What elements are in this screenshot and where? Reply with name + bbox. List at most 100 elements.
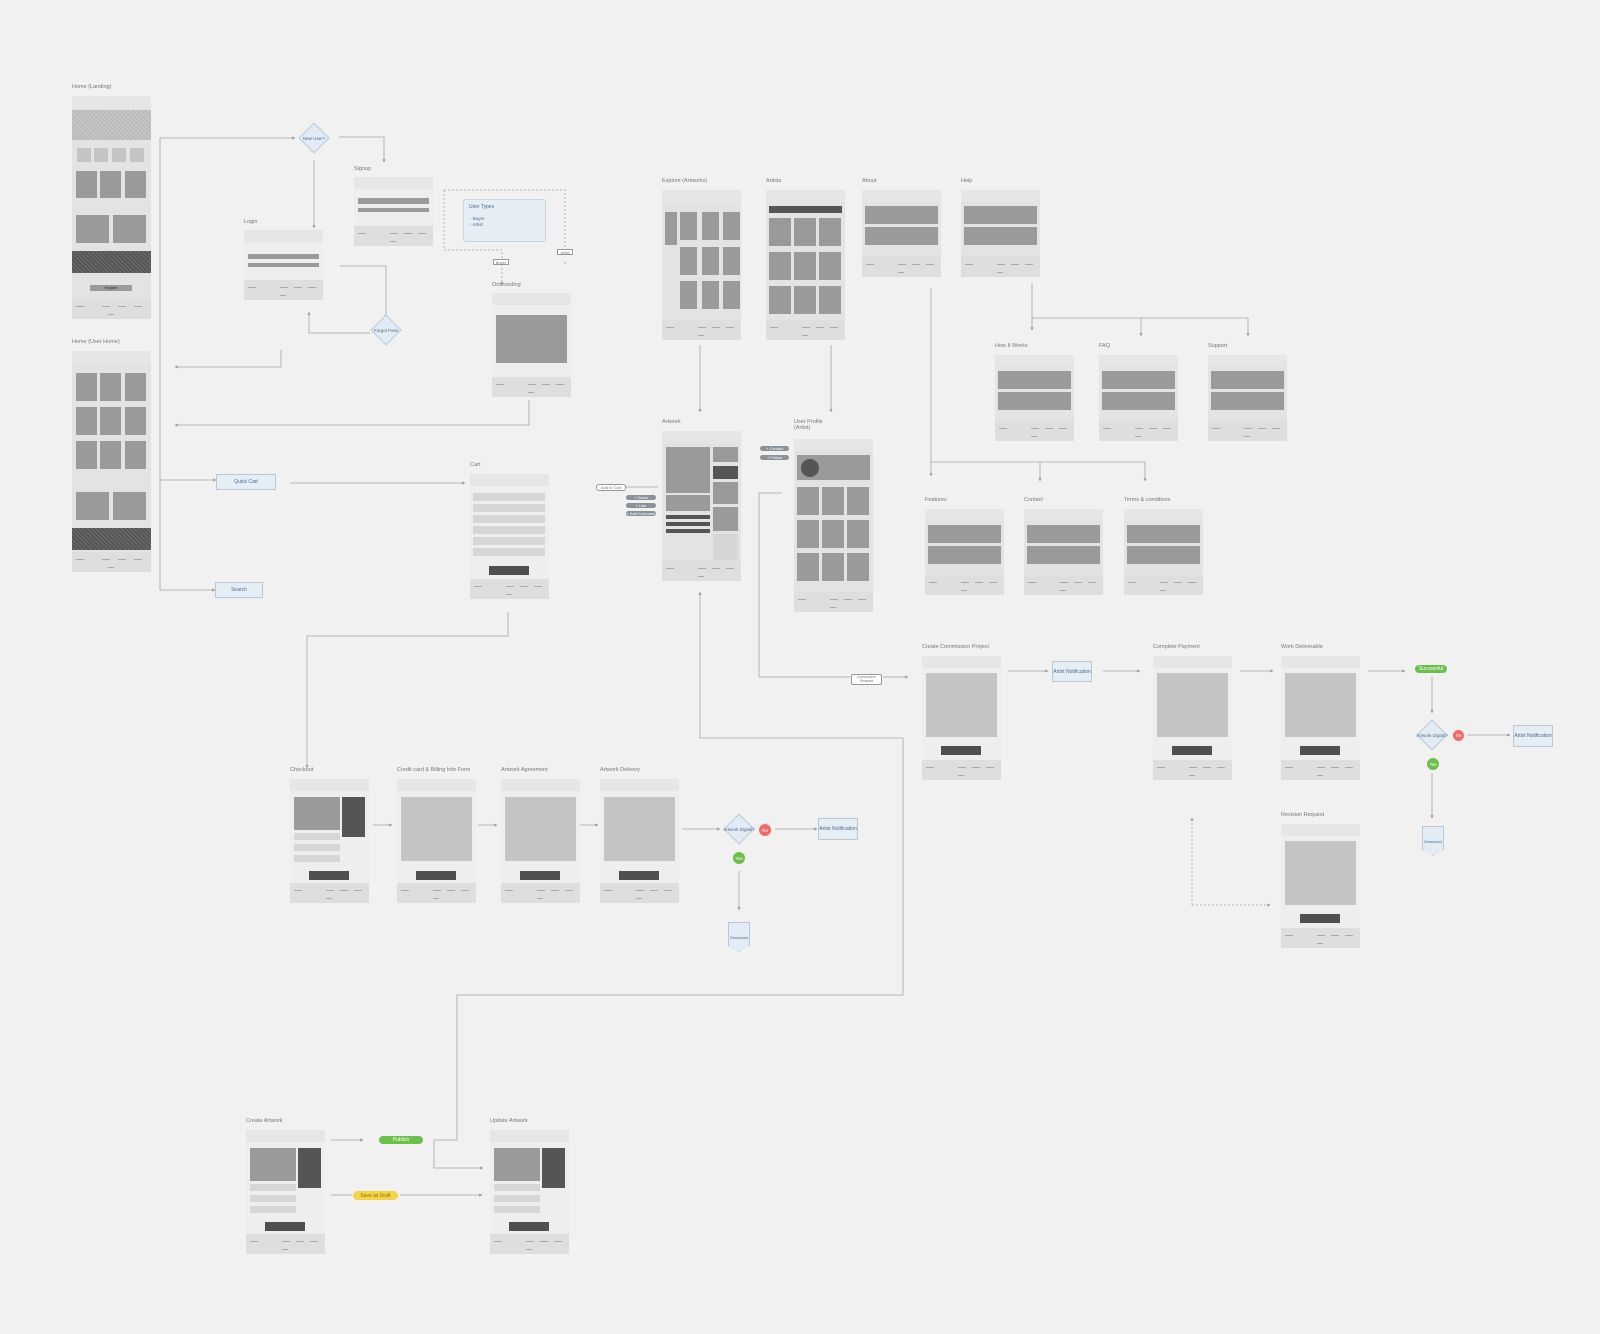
cart-checkout-button[interactable] [489, 566, 529, 575]
quick-cart-node[interactable]: Quick Cart [216, 474, 276, 490]
label-onboarding: Onboarding [492, 282, 521, 288]
update-artwork-button[interactable] [509, 1222, 549, 1231]
share-tag[interactable]: + Share [626, 495, 656, 500]
frame-update-artwork[interactable] [490, 1130, 569, 1254]
frame-onboarding[interactable] [492, 293, 571, 397]
label-login: Login [244, 219, 258, 225]
forgot-pass-label: Forgot Pass [373, 328, 399, 333]
frame-cart[interactable] [470, 474, 549, 599]
no-badge-1: No [759, 824, 771, 836]
label-faq: FAQ [1099, 343, 1111, 349]
label-update-artwork: Update Artwork [490, 1118, 528, 1124]
label-support: Support [1208, 343, 1228, 349]
frame-about[interactable] [862, 190, 941, 277]
frame-artwork-agreement[interactable] [501, 779, 580, 903]
label-create-commission: Create Commission Project [922, 644, 989, 650]
follow-tag[interactable]: + Follow [760, 455, 789, 460]
frame-revision-request[interactable] [1281, 824, 1360, 948]
checkout-button[interactable] [309, 871, 349, 880]
label-work-deliverable: Work Deliverable [1281, 644, 1323, 650]
download-node-1[interactable]: Download [728, 922, 750, 952]
artist-notification-node-1: Artist Notification [1052, 661, 1092, 682]
work-deliverable-button[interactable] [1300, 746, 1340, 755]
label-artwork-delivery: Artwork Delivery [600, 767, 641, 773]
yes-badge-1: Yes [733, 852, 745, 864]
frame-home-user[interactable] [72, 351, 151, 572]
frame-faq[interactable] [1099, 355, 1178, 441]
artwork-digital-label-1: Artwork Digital? [723, 827, 755, 832]
frame-user-profile[interactable] [794, 439, 873, 612]
label-how-it-works: How It Works [995, 343, 1028, 349]
artwork-agreement-button[interactable] [520, 871, 560, 880]
label-revision-request: Revision Request [1281, 812, 1325, 818]
artist-notification-node-2: Artist Notification [1513, 725, 1553, 747]
label-artwork-agreement: Artwork Agreement [501, 767, 548, 773]
label-user-profile: User Profile (Artist) [794, 419, 823, 432]
frame-artists[interactable] [766, 190, 845, 340]
avatar [801, 459, 819, 477]
frame-complete-payment[interactable] [1153, 656, 1232, 780]
successful-pill: Successful [1415, 665, 1447, 673]
label-home-landing: Home (Landing) [72, 84, 112, 90]
frame-terms[interactable] [1124, 509, 1203, 595]
artist-notification-node-3: Artist Notification [818, 818, 858, 840]
new-user-label: New User? [302, 136, 326, 141]
label-features: Features [925, 497, 947, 503]
user-type-buyer: - Buyer [470, 216, 485, 221]
label-signup: Signup [354, 166, 372, 172]
publish-pill[interactable]: Publish [379, 1136, 423, 1144]
label-create-artwork: Create Artwork [246, 1118, 283, 1124]
label-about: About [862, 178, 877, 184]
artwork-digital-label-2: Artwork Digital? [1416, 733, 1448, 738]
search-node[interactable]: Search [215, 582, 263, 598]
label-terms: Terms & conditions [1124, 497, 1171, 503]
credit-card-submit-button[interactable] [416, 871, 456, 880]
label-contact: Contact [1024, 497, 1043, 503]
frame-credit-card[interactable] [397, 779, 476, 903]
label-complete-payment: Complete Payment [1153, 644, 1200, 650]
revision-request-button[interactable] [1300, 914, 1340, 923]
frame-login[interactable] [244, 230, 323, 300]
user-types-title: User Types [469, 204, 495, 210]
label-artwork: Artwork [662, 419, 681, 425]
label-artists: Artists [766, 178, 782, 184]
commission-request-node[interactable]: Commission Request [851, 674, 882, 685]
create-artwork-button[interactable] [265, 1222, 305, 1231]
yes-badge-2: Yes [1427, 758, 1439, 770]
like-tag[interactable]: + Like [626, 503, 656, 508]
buyer-tag: Buyer [493, 259, 509, 265]
frame-checkout[interactable] [290, 779, 369, 903]
frame-support[interactable] [1208, 355, 1287, 441]
frame-help[interactable] [961, 190, 1040, 277]
user-types-box: User Types - Buyer - Artist [463, 199, 546, 242]
no-badge-2: No [1453, 730, 1464, 741]
frame-explore[interactable] [662, 190, 741, 340]
user-type-artist: - Artist [470, 222, 483, 227]
frame-artwork[interactable] [662, 431, 741, 581]
label-help: Help [961, 178, 973, 184]
label-checkout: Checkout [290, 767, 314, 773]
artwork-delivery-button[interactable] [619, 871, 659, 880]
download-node-2[interactable]: Download [1422, 826, 1444, 856]
complete-payment-button[interactable] [1172, 746, 1212, 755]
frame-create-commission[interactable] [922, 656, 1001, 780]
frame-signup[interactable] [354, 177, 433, 246]
contact-tag[interactable]: + Contact [760, 446, 789, 451]
frame-how-it-works[interactable] [995, 355, 1074, 441]
label-cart: Cart [470, 462, 481, 468]
add-comment-tag[interactable]: + Add Comment [626, 511, 656, 516]
save-draft-pill[interactable]: Save as Draft [353, 1191, 398, 1200]
label-home-user: Home (User Home) [72, 339, 120, 345]
register-button[interactable]: Register [90, 285, 132, 291]
frame-features[interactable] [925, 509, 1004, 595]
frame-work-deliverable[interactable] [1281, 656, 1360, 780]
frame-home-landing[interactable]: Register [72, 96, 151, 319]
add-to-cart-node[interactable]: Add to Cart [596, 484, 626, 491]
create-commission-button[interactable] [941, 746, 981, 755]
frame-create-artwork[interactable] [246, 1130, 325, 1254]
frame-artwork-delivery[interactable] [600, 779, 679, 903]
label-credit-card: Credit card & Billing Info Form [397, 767, 471, 773]
artist-tag: Artist [557, 249, 573, 255]
frame-contact[interactable] [1024, 509, 1103, 595]
